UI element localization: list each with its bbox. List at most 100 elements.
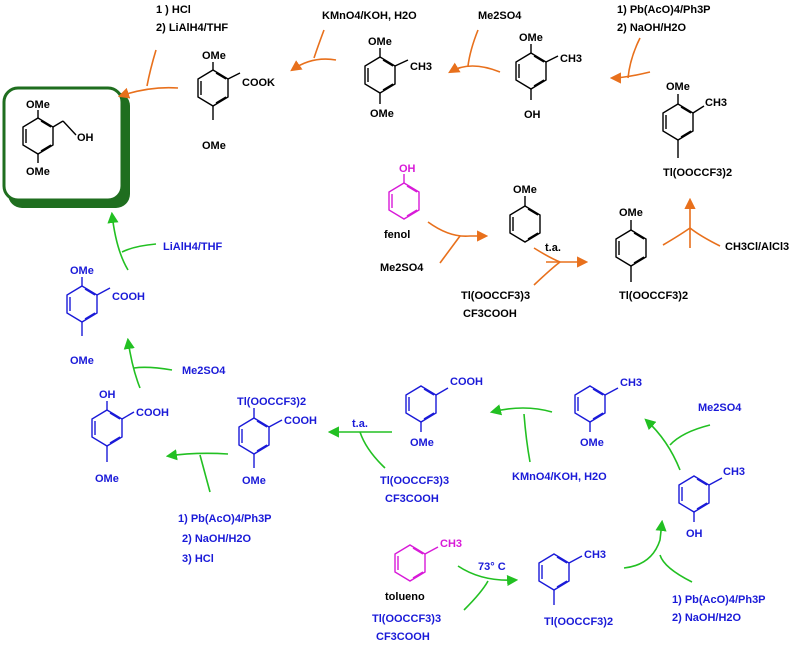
dimethoxybenzoate-ome-bottom: OMe: [202, 140, 226, 152]
arrow-oxidation-b: [623, 519, 667, 569]
m-cresol-oh: OH: [686, 528, 703, 540]
arrow-methylation-b: [644, 418, 681, 471]
methoxybenzoic-acid-ome: OMe: [410, 437, 434, 449]
arrow-toluene-thallation: [457, 565, 519, 587]
arrow-thallation-b-branch: [359, 431, 386, 469]
reagent-hcl-1: 1 ) HCl: [156, 4, 191, 16]
methylanisole-ch3: CH3: [620, 377, 642, 389]
product-oh: OH: [77, 132, 94, 144]
tolyl-tl-molecule: [538, 553, 583, 605]
dimethoxybenzoate-ome-top: OMe: [202, 50, 226, 62]
methoxyphenyl-tl-ttfa: Tl(OOCCF3)2: [619, 290, 688, 302]
arrow-toluene-branch: [463, 580, 489, 611]
arrow-kmno4-a-branch: [313, 29, 325, 59]
reagent-tfa-c1: Tl(OOCCF3)3: [380, 475, 449, 487]
arrow-methylation: [448, 62, 501, 74]
reagent-pb-a2: 2) NaOH/H2O: [617, 22, 687, 34]
arrow-reduction-a: [117, 86, 179, 99]
hydroxy-methoxybenzoic-molecule: [91, 401, 135, 462]
methoxybenzoic-acid-molecule: [405, 385, 449, 432]
reagent-hcl-2: 2) LiAlH4/THF: [156, 22, 228, 34]
arrow-phenol-anisole-branch: [439, 235, 461, 264]
dimethoxybenzoate-cook: COOK: [242, 77, 275, 89]
methoxy-methylphenol-molecule: [515, 44, 559, 100]
arrow-kmno4-b-branch: [523, 413, 531, 463]
toluene-ch3: CH3: [440, 538, 462, 550]
tl-methoxybenzoic-ome: OMe: [242, 475, 266, 487]
methyl-tl-anisole-ttfa: Tl(OOCCF3)2: [663, 167, 732, 179]
product-ome-bottom: OMe: [26, 166, 50, 178]
arrow-kmno4-b: [489, 404, 553, 416]
reagent-tfa-c2: CF3COOH: [385, 493, 439, 505]
reagent-me2so4-b: Me2SO4: [478, 10, 522, 22]
dimethoxytoluene-ome-bottom: OMe: [370, 108, 394, 120]
arrow-methylation-branch: [467, 29, 479, 67]
arrow-anisole-branch-b: [533, 261, 561, 286]
arrow-fc-branch-b: [689, 227, 721, 247]
reagent-pb-b2: 2) NaOH/H2O: [672, 612, 742, 624]
arrow-reduction-a-branch: [146, 49, 157, 87]
tolyl-tl-ttfa: Tl(OOCCF3)2: [544, 616, 613, 628]
methyl-tl-anisole-ome: OMe: [666, 81, 690, 93]
arrow-oxidation-c: [165, 449, 229, 461]
reagent-me2so4-a: Me2SO4: [380, 262, 424, 274]
arrow-methylation-c-branch: [133, 366, 173, 371]
methylanisole-ome: OMe: [580, 437, 604, 449]
dimethoxybenzoic-cooh: COOH: [112, 291, 145, 303]
arrow-oxidation-c-branch: [199, 454, 211, 493]
dimethoxytoluene-ome-top: OMe: [368, 36, 392, 48]
phenol-oh: OH: [399, 163, 416, 175]
methoxyphenyl-tl-ome: OMe: [619, 207, 643, 219]
hydroxy-methoxybenzoic-oh: OH: [99, 389, 116, 401]
tl-methoxybenzoic-ttfa: Tl(OOCCF3)2: [237, 396, 306, 408]
reagent-me2so4-c: Me2SO4: [698, 402, 742, 414]
phenol-label: fenol: [384, 229, 410, 241]
arrow-oxidation-b-branch: [659, 554, 693, 583]
reagent-tfa-b1: Tl(OOCCF3)3: [372, 613, 441, 625]
toluene-label: tolueno: [385, 591, 425, 603]
anisole-ome: OMe: [513, 184, 537, 196]
methoxy-methylphenol-ch3: CH3: [560, 53, 582, 65]
m-cresol-ch3: CH3: [723, 466, 745, 478]
methylanisole-molecule: [574, 385, 619, 432]
methoxy-methylphenol-ome: OMe: [519, 32, 543, 44]
dimethoxybenzoic-acid-molecule: [66, 277, 111, 336]
m-cresol-molecule: [678, 475, 723, 522]
anisole-molecule: [509, 196, 541, 243]
product-molecule: [22, 110, 77, 163]
tolyl-tl-ch3: CH3: [584, 549, 606, 561]
product-box: OMe OMe OH: [2, 86, 130, 208]
label-ta-a: t.a.: [545, 242, 561, 254]
phenol-molecule: [388, 174, 420, 220]
arrow-fc-branch-a: [662, 227, 691, 246]
arrow-oxidation-a-branch: [627, 37, 641, 79]
methoxyphenyl-tl-molecule: [615, 220, 647, 282]
reagent-pb-c1: 1) Pb(AcO)4/Ph3P: [178, 513, 272, 525]
reagent-kmno4-a: KMnO4/KOH, H2O: [322, 10, 417, 22]
methyl-tl-anisole-molecule: [662, 94, 705, 158]
reagent-pb-c3: 3) HCl: [182, 553, 214, 565]
hydroxy-methoxybenzoic-ome: OMe: [95, 473, 119, 485]
label-ta-b: t.a.: [352, 418, 368, 430]
reagent-pb-b1: 1) Pb(AcO)4/Ph3P: [672, 594, 766, 606]
reagent-me2so4-d: Me2SO4: [182, 365, 226, 377]
reagent-ch3cl: CH3Cl/AlCl3: [725, 241, 789, 253]
reagent-tfa-a2: CF3COOH: [463, 308, 517, 320]
arrow-oxidation-a: [609, 71, 651, 84]
methoxybenzoic-acid-cooh: COOH: [450, 376, 483, 388]
arrow-reduction-b-branch: [121, 243, 157, 253]
arrow-methylation-c: [123, 337, 141, 389]
arrow-anisole-branch-a: [533, 247, 561, 263]
reagent-pb-a1: 1) Pb(AcO)4/Ph3P: [617, 4, 711, 16]
arrow-methylation-b-branch: [669, 424, 711, 446]
label-73c: 73° C: [478, 561, 506, 573]
methyl-tl-anisole-ch3: CH3: [705, 97, 727, 109]
tl-methoxybenzoic-molecule: [238, 408, 283, 468]
product-ome-top: OMe: [26, 99, 50, 111]
methoxy-methylphenol-oh: OH: [524, 109, 541, 121]
arrow-kmno4-a: [290, 58, 337, 72]
arrow-phenol-anisole: [427, 221, 489, 242]
dimethoxybenzoic-ome-bottom: OMe: [70, 355, 94, 367]
reagent-tfa-b2: CF3COOH: [376, 631, 430, 643]
